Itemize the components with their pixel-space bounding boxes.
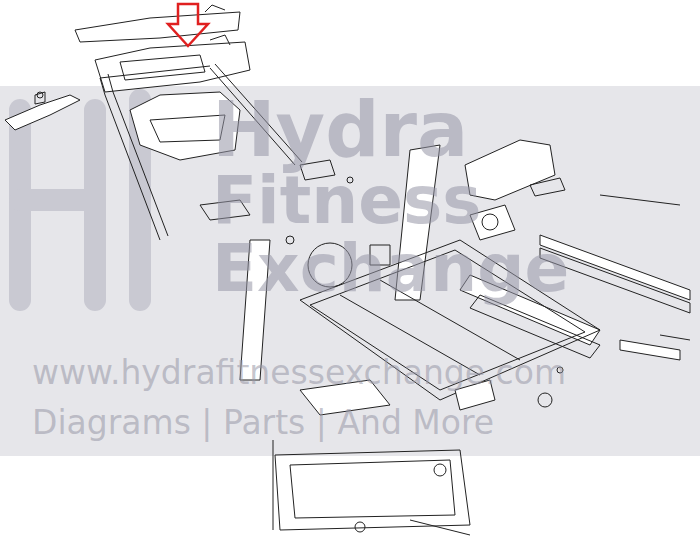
red-arrow (168, 4, 208, 46)
watermark-text: www.hydrafitnessexchange.com (32, 356, 566, 389)
watermark-band (0, 86, 700, 456)
watermark-text: Fitness (212, 168, 482, 234)
watermark-text: Hydra (212, 92, 468, 168)
watermark-text: Exchange (212, 236, 569, 302)
line-art (5, 5, 690, 535)
watermark-logo (20, 100, 140, 300)
watermark-text: Diagrams | Parts | And More (32, 406, 494, 439)
